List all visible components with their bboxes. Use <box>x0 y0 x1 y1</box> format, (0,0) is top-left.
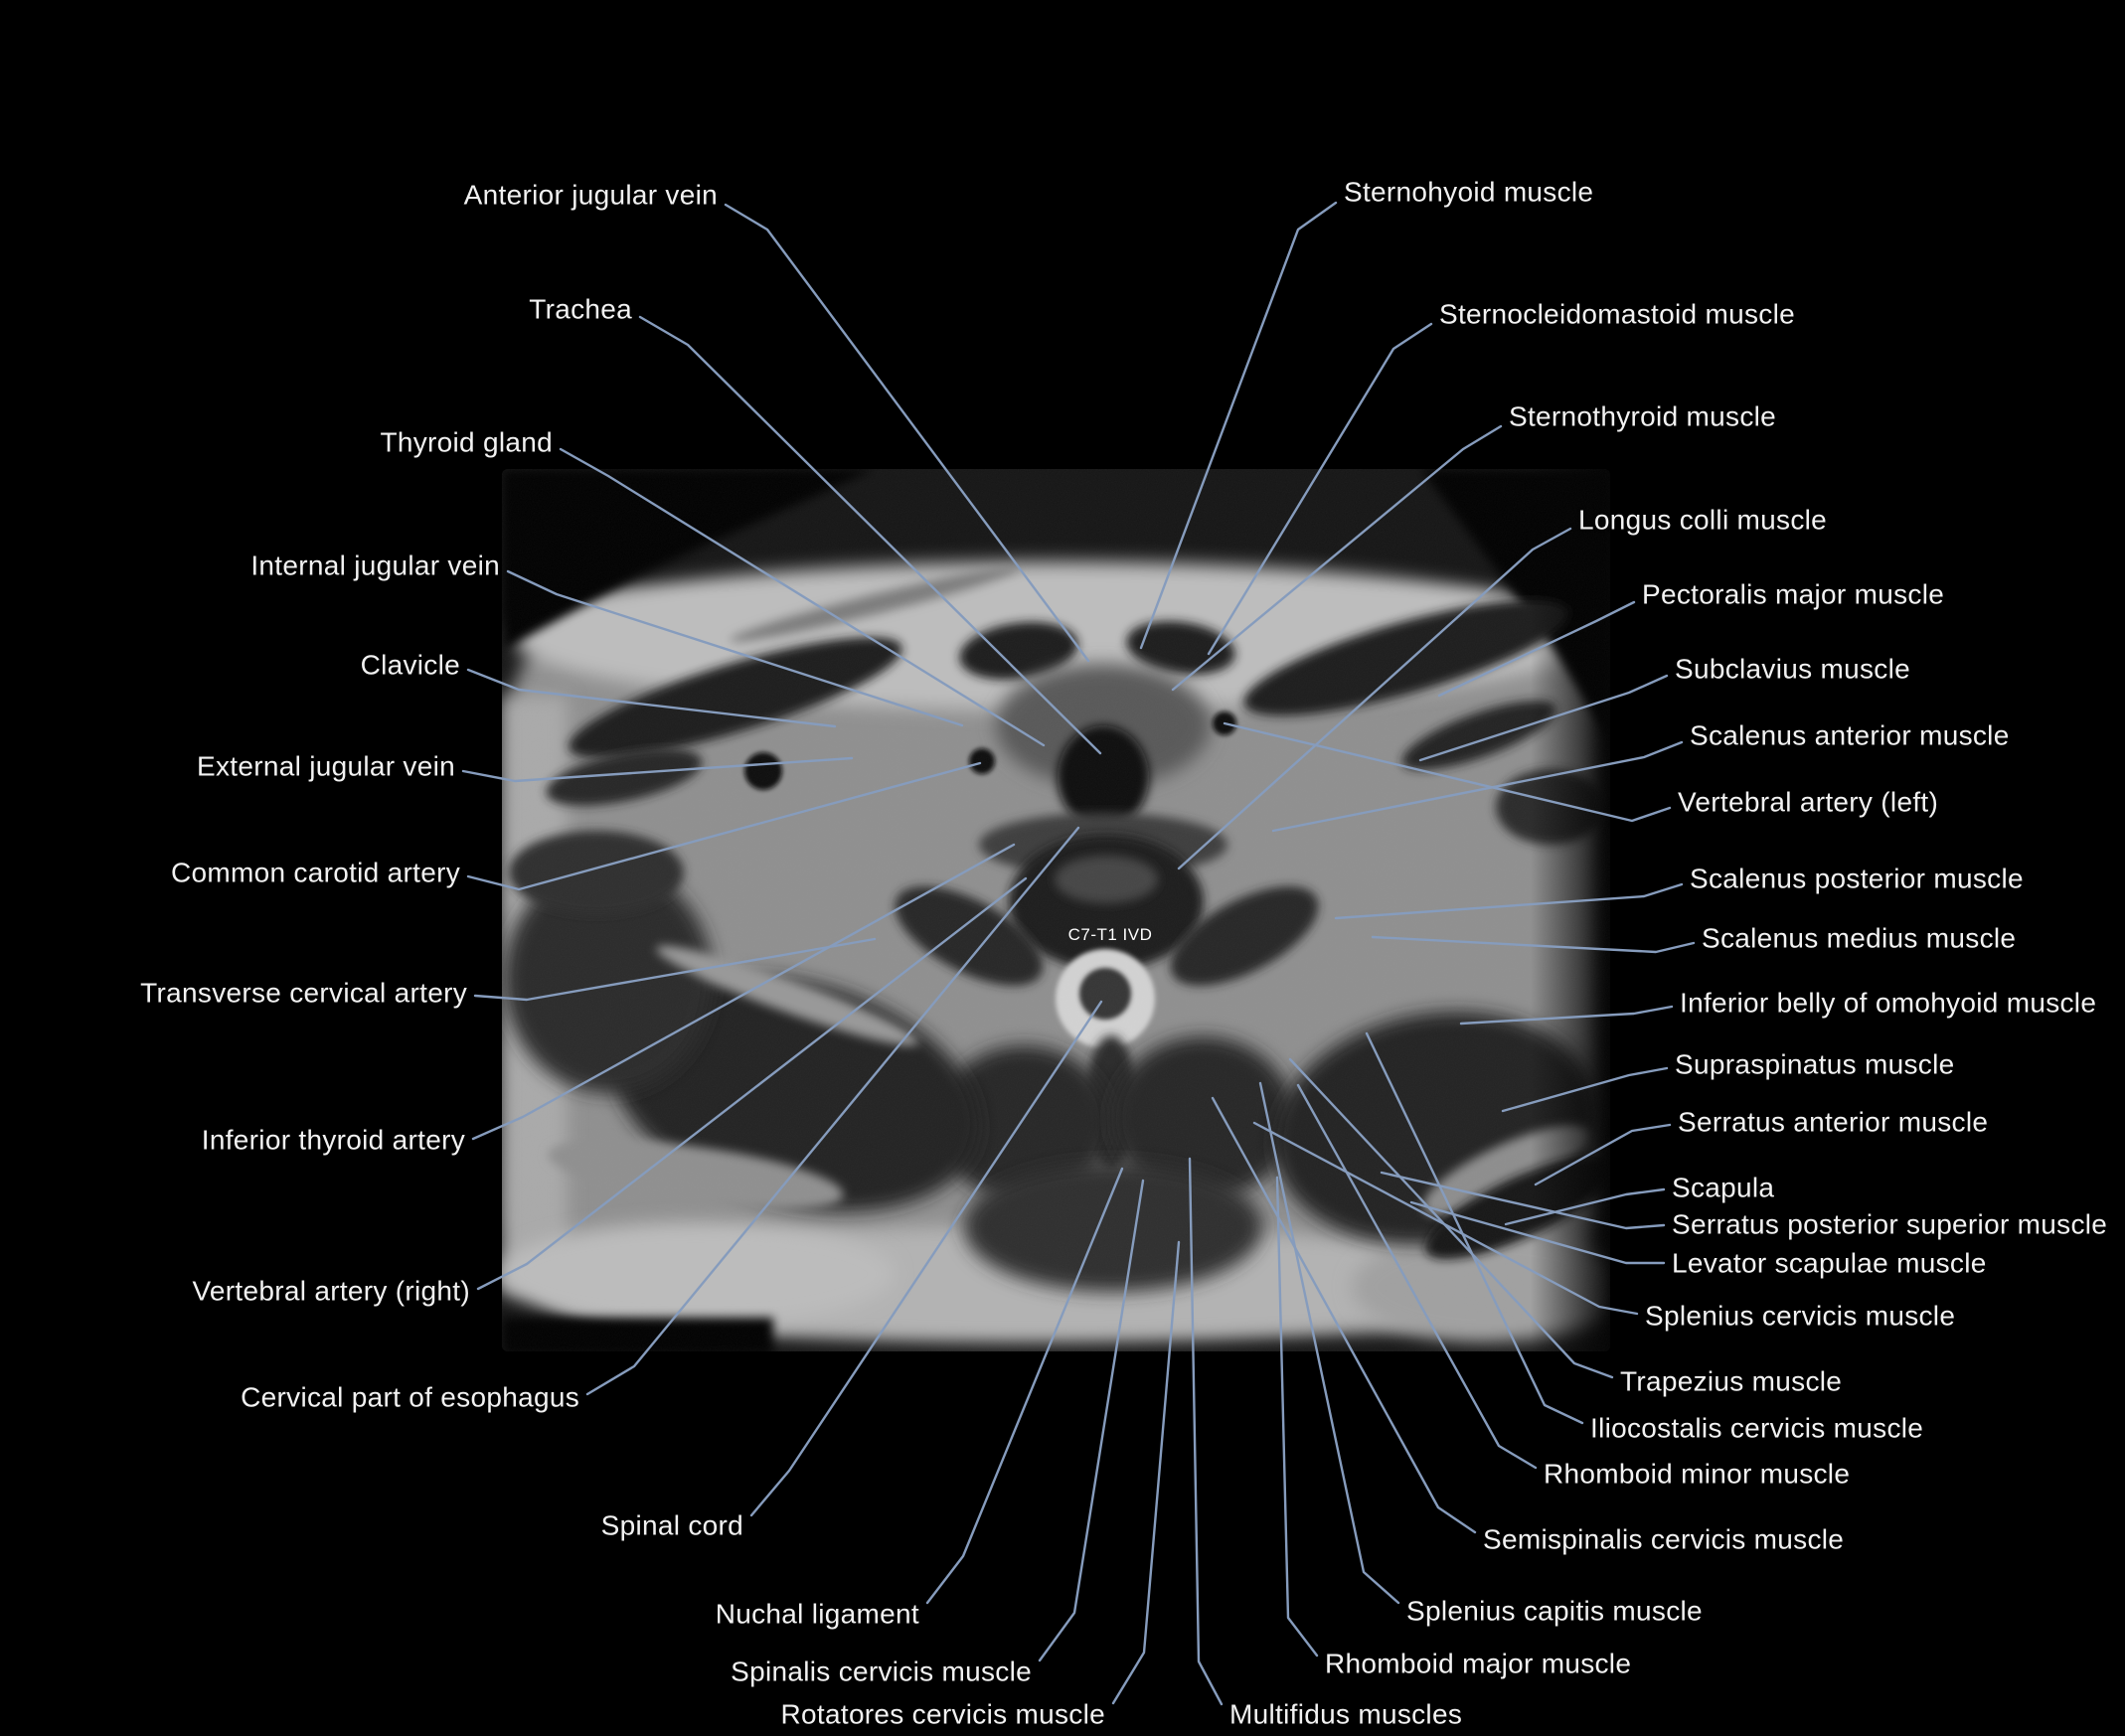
leader-line-scapula <box>1504 1187 1666 1226</box>
leader-line-clavicle <box>466 668 837 728</box>
label-inferior-belly-of-omohyoid-muscle: Inferior belly of omohyoid muscle <box>1680 987 2097 1019</box>
label-external-jugular-vein: External jugular vein <box>197 750 455 782</box>
label-rhomboid-minor-muscle: Rhomboid minor muscle <box>1544 1458 1851 1490</box>
leader-line-pectoralis-major-muscle <box>1437 600 1636 698</box>
label-scalenus-posterior-muscle: Scalenus posterior muscle <box>1690 863 2024 894</box>
leader-line-sternocleidomastoid-muscle <box>1207 322 1433 656</box>
label-spinalis-cervicis-muscle: Spinalis cervicis muscle <box>731 1656 1032 1687</box>
label-inferior-thyroid-artery: Inferior thyroid artery <box>201 1124 465 1156</box>
label-supraspinatus-muscle: Supraspinatus muscle <box>1675 1048 1955 1080</box>
leader-line-serratus-anterior-muscle <box>1534 1123 1672 1186</box>
leader-line-inferior-belly-of-omohyoid-muscle <box>1459 1005 1674 1026</box>
leader-line-sternohyoid-muscle <box>1139 201 1338 650</box>
leader-lines <box>461 201 1696 1706</box>
leader-line-external-jugular-vein <box>461 756 854 783</box>
leader-line-rotatores-cervicis-muscle <box>1111 1240 1181 1705</box>
label-sternothyroid-muscle: Sternothyroid muscle <box>1509 400 1777 432</box>
leader-line-scalenus-posterior-muscle <box>1334 882 1684 920</box>
label-scapula: Scapula <box>1672 1172 1775 1203</box>
scan-level-annotation: C7-T1 IVD <box>1067 925 1153 944</box>
label-splenius-cervicis-muscle: Splenius cervicis muscle <box>1645 1300 1956 1332</box>
leader-line-rhomboid-minor-muscle <box>1296 1083 1538 1470</box>
label-trapezius-muscle: Trapezius muscle <box>1620 1365 1843 1397</box>
label-scalenus-medius-muscle: Scalenus medius muscle <box>1702 922 2017 954</box>
label-common-carotid-artery: Common carotid artery <box>170 857 460 888</box>
leader-line-internal-jugular-vein <box>506 569 964 727</box>
label-scalenus-anterior-muscle: Scalenus anterior muscle <box>1690 719 2010 751</box>
leader-line-thyroid-gland <box>559 447 1046 747</box>
leader-line-cervical-part-of-esophagus <box>585 826 1080 1396</box>
leader-line-spinalis-cervicis-muscle <box>1038 1179 1145 1662</box>
leader-line-semispinalis-cervicis-muscle <box>1211 1096 1477 1534</box>
leader-line-nuchal-ligament <box>925 1167 1124 1605</box>
leader-line-transverse-cervical-artery <box>473 937 877 1002</box>
label-subclavius-muscle: Subclavius muscle <box>1675 653 1910 685</box>
leader-line-subclavius-muscle <box>1418 674 1669 762</box>
leader-line-iliocostalis-cervicis-muscle <box>1365 1031 1584 1425</box>
leader-line-trapezius-muscle <box>1288 1057 1614 1379</box>
label-semispinalis-cervicis-muscle: Semispinalis cervicis muscle <box>1483 1523 1845 1555</box>
leader-line-vertebral-artery-right <box>476 876 1028 1291</box>
label-nuchal-ligament: Nuchal ligament <box>715 1598 919 1630</box>
leader-line-common-carotid-artery <box>466 761 982 891</box>
leader-line-vertebral-artery-left <box>1223 721 1672 823</box>
leader-line-levator-scapulae-muscle <box>1409 1200 1666 1265</box>
leader-line-splenius-capitis-muscle <box>1258 1081 1400 1605</box>
mri-plate <box>502 469 1610 1351</box>
label-rotatores-cervicis-muscle: Rotatores cervicis muscle <box>780 1698 1105 1730</box>
label-multifidus-muscles: Multifidus muscles <box>1229 1698 1463 1730</box>
label-sternohyoid-muscle: Sternohyoid muscle <box>1344 176 1594 208</box>
label-splenius-capitis-muscle: Splenius capitis muscle <box>1406 1595 1703 1627</box>
label-spinal-cord: Spinal cord <box>600 1509 743 1541</box>
label-longus-colli-muscle: Longus colli muscle <box>1578 504 1828 536</box>
label-trachea: Trachea <box>529 293 632 325</box>
leader-line-splenius-cervicis-muscle <box>1252 1121 1639 1316</box>
label-iliocostalis-cervicis-muscle: Iliocostalis cervicis muscle <box>1590 1412 1924 1444</box>
leader-line-serratus-posterior-superior-muscle <box>1380 1171 1666 1230</box>
leader-line-scalenus-medius-muscle <box>1371 935 1696 954</box>
label-anterior-jugular-vein: Anterior jugular vein <box>463 179 718 211</box>
label-serratus-posterior-superior-muscle: Serratus posterior superior muscle <box>1672 1208 2108 1240</box>
label-rhomboid-major-muscle: Rhomboid major muscle <box>1325 1648 1632 1679</box>
leader-line-rhomboid-major-muscle <box>1275 1176 1319 1657</box>
leader-line-supraspinatus-muscle <box>1501 1066 1669 1113</box>
label-pectoralis-major-muscle: Pectoralis major muscle <box>1642 578 1945 610</box>
leader-line-multifidus-muscles <box>1188 1157 1224 1706</box>
label-internal-jugular-vein: Internal jugular vein <box>250 550 500 581</box>
label-thyroid-gland: Thyroid gland <box>380 426 553 458</box>
label-transverse-cervical-artery: Transverse cervical artery <box>140 977 467 1009</box>
leader-line-longus-colli-muscle <box>1177 527 1572 870</box>
label-serratus-anterior-muscle: Serratus anterior muscle <box>1678 1106 1989 1138</box>
label-clavicle: Clavicle <box>360 649 460 681</box>
label-vertebral-artery-right: Vertebral artery (right) <box>192 1275 470 1307</box>
label-levator-scapulae-muscle: Levator scapulae muscle <box>1672 1247 1987 1279</box>
leader-line-inferior-thyroid-artery <box>471 843 1016 1141</box>
label-vertebral-artery-left: Vertebral artery (left) <box>1678 786 1939 818</box>
leader-line-spinal-cord <box>749 1000 1103 1517</box>
label-sternocleidomastoid-muscle: Sternocleidomastoid muscle <box>1439 298 1795 330</box>
label-cervical-part-of-esophagus: Cervical part of esophagus <box>241 1381 579 1413</box>
leader-line-sternothyroid-muscle <box>1171 424 1503 692</box>
leader-line-anterior-jugular-vein <box>724 203 1090 663</box>
leader-line-trachea <box>638 315 1102 755</box>
leader-line-scalenus-anterior-muscle <box>1271 740 1684 833</box>
